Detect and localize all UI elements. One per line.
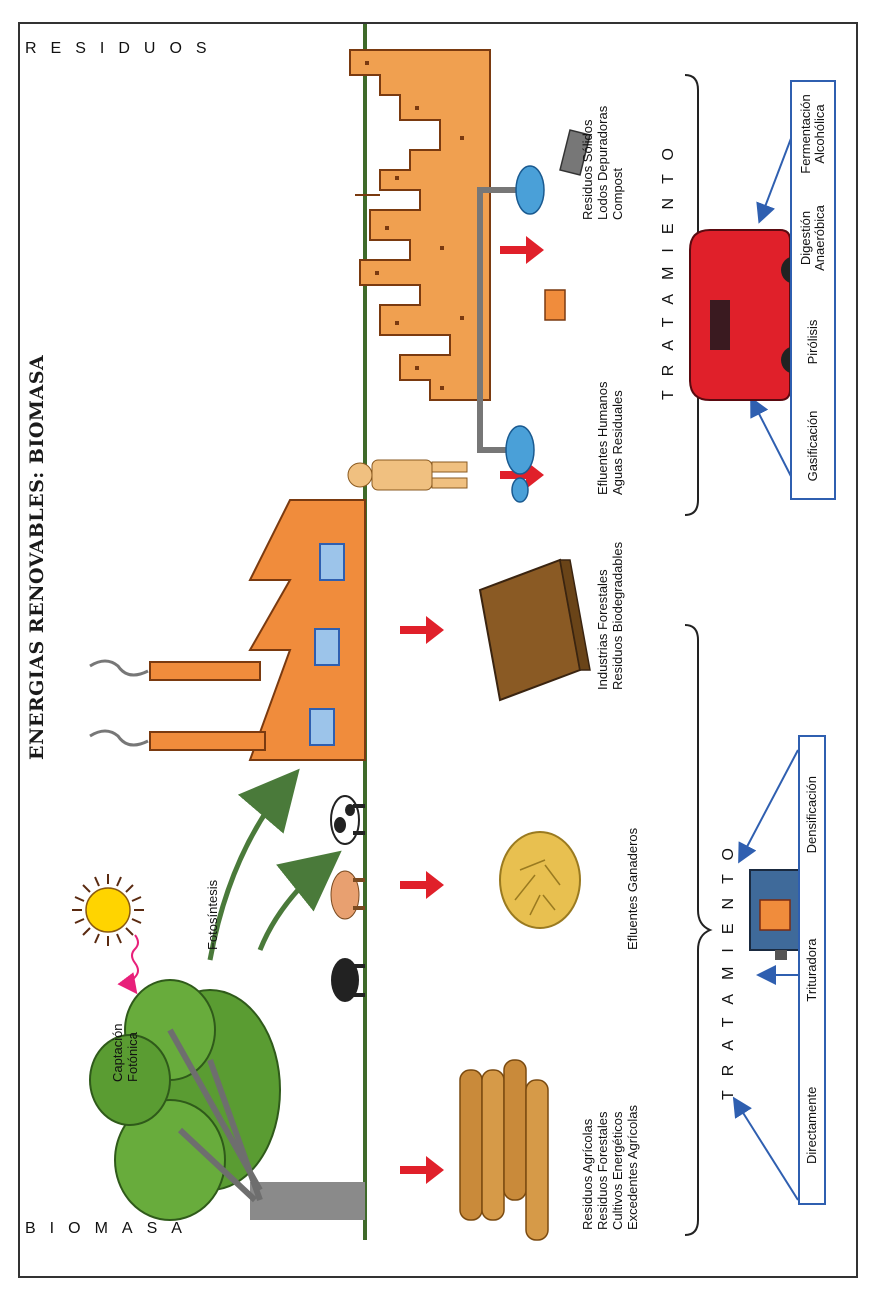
person-icon — [347, 459, 468, 491]
sun-icon — [72, 874, 144, 946]
tratamiento-2-box: Gasificación Pirólisis Digestión Anaerób… — [790, 80, 836, 500]
diagram-stage: ENERGIAS RENOVABLES: BIOMASA Captación F… — [20, 24, 860, 1280]
option-fermentacion: Fermentación Alcohólica — [798, 94, 827, 174]
logs-icon — [459, 1059, 549, 1241]
side-word-residuos: RESIDUOS — [25, 40, 221, 57]
option-densificacion: Densificación — [804, 776, 819, 854]
hay-icon — [499, 831, 581, 929]
option-gasificacion: Gasificación — [805, 410, 820, 482]
city-icon — [349, 49, 491, 401]
red-arrows — [400, 236, 544, 1184]
tratamiento-1-heading: TRATAMIENTO — [720, 834, 737, 1100]
side-word-biomasa: BIOMASA — [25, 1220, 196, 1237]
stove-icon — [749, 869, 801, 960]
label-forestales: Industrias Forestales Residuos Biodegrad… — [595, 541, 625, 690]
label-fotosintesis: Fotosíntesis — [205, 879, 220, 950]
arrow-densificacion — [738, 749, 799, 864]
label-ganaderos: Efluentes Ganaderos — [625, 827, 640, 950]
option-directamente: Directamente — [804, 1086, 819, 1164]
option-trituradora: Trituradora — [804, 938, 819, 1002]
tree-icon — [89, 979, 365, 1221]
arrow-directamente — [732, 1096, 799, 1201]
fotosintesis-arrow-1 — [257, 850, 342, 951]
brace-biomasa-1 — [684, 624, 713, 1236]
label-agricolas: Residuos Agrícolas Residuos Forestales C… — [580, 1104, 640, 1230]
option-pirolisis: Pirólisis — [805, 319, 820, 365]
treatment-plant-icon — [477, 129, 591, 503]
diagram-art — [72, 24, 809, 1241]
boards-icon — [478, 558, 591, 702]
fotosintesis-arrow-2 — [207, 768, 300, 961]
option-digestion: Digestión Anaeróbica — [798, 205, 827, 271]
label-humanos: Efluentes Humanos Aguas Residuales — [595, 381, 625, 495]
captacion-arrow — [117, 934, 139, 995]
diagram-frame: ENERGIAS RENOVABLES: BIOMASA Captación F… — [18, 22, 858, 1278]
cow-spotted-icon — [330, 795, 365, 845]
label-captacion: Captación Fotónica — [110, 1023, 140, 1082]
tratamiento-1-box: Directamente Trituradora Densificación — [798, 735, 826, 1205]
pig-icon — [330, 870, 365, 920]
cow-black-icon — [331, 958, 365, 1002]
diagram-title: ENERGIAS RENOVABLES: BIOMASA — [26, 354, 48, 760]
factory-icon — [89, 499, 366, 761]
label-solidos: Residuos Sólidos Lodos Depuradoras Compo… — [580, 105, 625, 220]
tratamiento-2-heading: TRATAMIENTO — [660, 134, 677, 400]
